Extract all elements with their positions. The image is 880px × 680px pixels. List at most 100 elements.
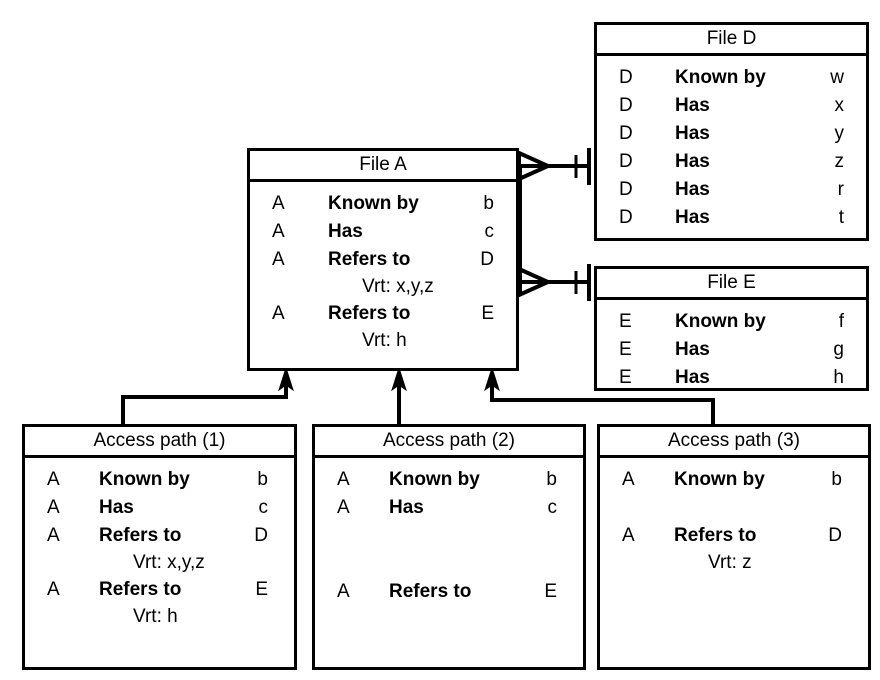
row-target: b xyxy=(546,469,557,490)
record-row-blank xyxy=(315,522,583,550)
row-owner: A xyxy=(47,579,60,600)
row-relationship: Has xyxy=(675,95,710,116)
row-owner: A xyxy=(47,497,60,518)
connector-file-a-to-file-d xyxy=(517,148,591,185)
row-owner: A xyxy=(47,525,60,546)
record-row: A Refers to D xyxy=(25,522,294,550)
record-row-blank xyxy=(315,550,583,578)
connector-file-a-to-file-e xyxy=(517,264,591,301)
row-target: D xyxy=(828,525,842,546)
row-owner: A xyxy=(272,221,285,242)
box-title-access-path-1: Access path (1) xyxy=(25,427,294,458)
row-target: t xyxy=(838,207,844,228)
row-owner: A xyxy=(622,525,635,546)
row-owner: D xyxy=(619,95,633,116)
row-relationship: Refers to xyxy=(328,303,411,324)
record-row: D Known by w xyxy=(597,64,866,92)
record-row: D Has z xyxy=(597,148,866,176)
row-target: r xyxy=(837,179,844,200)
record-row: A Has c xyxy=(315,494,583,522)
entity-box-file-d[interactable]: File D D Known by w D Has x D Has y D Ha… xyxy=(594,22,869,241)
row-target: E xyxy=(255,579,268,600)
row-target: y xyxy=(834,123,845,144)
row-relationship: Known by xyxy=(675,67,766,88)
row-target: c xyxy=(484,221,495,242)
row-owner: D xyxy=(619,123,633,144)
record-row: A Refers to E xyxy=(250,300,516,328)
box-title-access-path-3: Access path (3) xyxy=(600,427,868,458)
row-relationship: Known by xyxy=(389,469,480,490)
record-row: A Has c xyxy=(250,218,516,246)
record-row: A Refers to E xyxy=(25,576,294,604)
record-row-vrt: Vrt: h xyxy=(250,328,516,354)
row-relationship: Has xyxy=(675,151,710,172)
row-owner: A xyxy=(337,581,350,602)
row-target: w xyxy=(830,67,844,88)
row-target: E xyxy=(481,303,494,324)
row-owner: D xyxy=(619,67,633,88)
row-target: c xyxy=(258,497,269,518)
record-row-vrt: Vrt: x,y,z xyxy=(250,274,516,300)
record-row-vrt: Vrt: x,y,z xyxy=(25,550,294,576)
row-relationship: Refers to xyxy=(328,249,411,270)
row-target: g xyxy=(833,339,844,360)
record-row: A Known by b xyxy=(25,466,294,494)
record-row: D Has t xyxy=(597,204,866,232)
entity-box-file-e[interactable]: File E E Known by f E Has g E Has h xyxy=(594,266,869,391)
row-owner: D xyxy=(619,151,633,172)
row-relationship: Has xyxy=(675,339,710,360)
row-target: f xyxy=(838,311,844,332)
record-row: A Refers to E xyxy=(315,578,583,606)
row-owner: A xyxy=(622,469,635,490)
row-relationship: Refers to xyxy=(674,525,757,546)
box-title-file-d: File D xyxy=(597,25,866,56)
row-relationship: Known by xyxy=(675,311,766,332)
box-body-access-path-3: A Known by b A Refers to D Vrt: z xyxy=(600,458,868,576)
row-owner: E xyxy=(619,339,632,360)
row-vrt-label: Vrt: x,y,z xyxy=(362,276,434,297)
entity-box-file-a[interactable]: File A A Known by b A Has c A Refers to … xyxy=(247,148,519,371)
row-target: c xyxy=(547,497,558,518)
record-row-vrt: Vrt: h xyxy=(25,604,294,630)
row-target: D xyxy=(254,525,268,546)
record-row: A Refers to D xyxy=(600,522,868,550)
record-row: A Refers to D xyxy=(250,246,516,274)
row-target: D xyxy=(480,249,494,270)
record-row: A Known by b xyxy=(600,466,868,494)
connector-access-path-1-to-file-a xyxy=(121,366,294,424)
row-vrt-label: Vrt: h xyxy=(362,330,407,351)
row-relationship: Known by xyxy=(99,469,190,490)
record-row: A Known by b xyxy=(315,466,583,494)
box-title-file-e: File E xyxy=(597,269,866,300)
record-row-vrt: Vrt: z xyxy=(600,550,868,576)
row-owner: A xyxy=(337,497,350,518)
connector-access-path-2-to-file-a xyxy=(391,366,407,424)
entity-box-access-path-2[interactable]: Access path (2) A Known by b A Has c A R… xyxy=(312,424,586,670)
row-owner: A xyxy=(337,469,350,490)
box-body-access-path-1: A Known by b A Has c A Refers to D Vrt: … xyxy=(25,458,294,630)
record-row: D Has y xyxy=(597,120,866,148)
row-relationship: Known by xyxy=(328,193,419,214)
record-row: E Has h xyxy=(597,364,866,392)
row-target: E xyxy=(544,581,557,602)
row-target: b xyxy=(831,469,842,490)
row-owner: D xyxy=(619,207,633,228)
row-owner: A xyxy=(272,193,285,214)
record-row-blank xyxy=(600,494,868,522)
row-relationship: Has xyxy=(675,367,710,388)
row-vrt-label: Vrt: z xyxy=(708,552,752,573)
row-relationship: Refers to xyxy=(389,581,472,602)
row-owner: A xyxy=(272,303,285,324)
row-relationship: Refers to xyxy=(99,525,182,546)
entity-box-access-path-3[interactable]: Access path (3) A Known by b A Refers to… xyxy=(597,424,871,670)
row-owner: E xyxy=(619,367,632,388)
row-target: b xyxy=(257,469,268,490)
row-relationship: Refers to xyxy=(99,579,182,600)
record-row: D Has r xyxy=(597,176,866,204)
row-owner: A xyxy=(272,249,285,270)
row-relationship: Has xyxy=(675,123,710,144)
entity-box-access-path-1[interactable]: Access path (1) A Known by b A Has c A R… xyxy=(22,424,297,670)
row-relationship: Has xyxy=(328,221,363,242)
row-relationship: Has xyxy=(675,179,710,200)
